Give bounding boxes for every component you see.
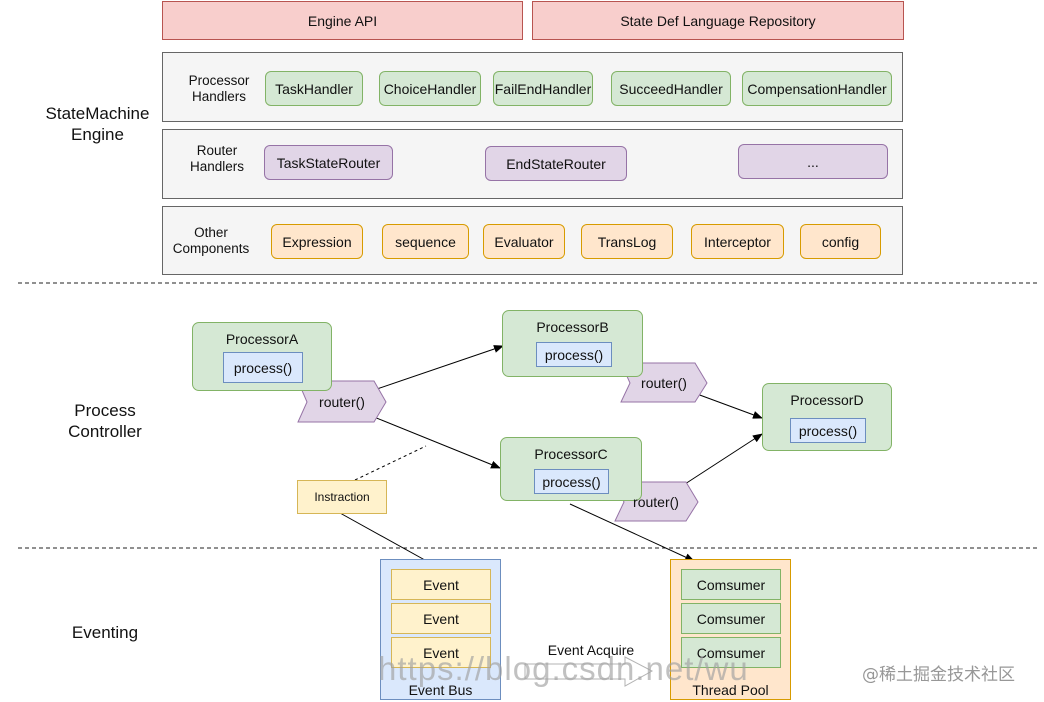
choice-handler-label: ChoiceHandler	[383, 80, 477, 97]
translog-label: TransLog	[597, 233, 657, 250]
sequence-label: sequence	[395, 233, 456, 250]
choice-handler: ChoiceHandler	[379, 71, 481, 106]
processor-d-process: process()	[790, 418, 866, 443]
other-components-label: Other Components	[172, 225, 250, 256]
more-routers: ...	[738, 144, 888, 179]
succeed-handler: SucceedHandler	[611, 71, 731, 106]
processor-d: ProcessorD process()	[762, 383, 892, 451]
router-b-shape	[620, 362, 708, 403]
edge-c-to-thread-pool	[569, 503, 695, 562]
compensation-handler-label: CompensationHandler	[747, 80, 887, 97]
eventing-title: Eventing	[71, 623, 139, 642]
task-handler: TaskHandler	[265, 71, 363, 106]
consumer-item: Comsumer	[681, 569, 781, 600]
processor-b: ProcessorB process()	[502, 310, 643, 377]
config-component: config	[800, 224, 881, 259]
event-bus: Event Event Event Event Bus	[380, 559, 501, 700]
thread-pool: Comsumer Comsumer Comsumer Thread Pool	[670, 559, 791, 700]
expression-component: Expression	[271, 224, 363, 259]
processor-a-process: process()	[223, 352, 303, 383]
interceptor-label: Interceptor	[704, 233, 771, 250]
evaluator-label: Evaluator	[494, 233, 554, 250]
state-machine-engine-title: StateMachine Engine	[45, 104, 150, 144]
processor-a-title: ProcessorA	[225, 331, 299, 347]
end-state-router: EndStateRouter	[485, 146, 627, 181]
thread-pool-label: Thread Pool	[692, 682, 769, 698]
compensation-handler: CompensationHandler	[742, 71, 892, 106]
sequence-component: sequence	[382, 224, 469, 259]
router-handlers-label: Router Handlers	[189, 143, 245, 174]
interceptor-component: Interceptor	[691, 224, 784, 259]
processor-c: ProcessorC process()	[500, 437, 642, 501]
task-state-router: TaskStateRouter	[264, 145, 393, 180]
edge-a-to-b	[373, 345, 504, 391]
state-def-repo-label: State Def Language Repository	[620, 12, 816, 29]
config-label: config	[821, 233, 860, 250]
fail-end-handler-label: FailEndHandler	[494, 80, 592, 97]
processor-b-process: process()	[536, 342, 612, 367]
instraction-dashed-link	[354, 445, 427, 481]
end-state-router-label: EndStateRouter	[506, 155, 606, 172]
succeed-handler-label: SucceedHandler	[619, 80, 723, 97]
translog-component: TransLog	[581, 224, 673, 259]
router-a-label: router()	[319, 393, 365, 410]
router-b-label: router()	[641, 374, 687, 391]
process-controller-title: Process Controller	[68, 401, 142, 441]
event-item: Event	[391, 569, 491, 600]
event-item: Event	[391, 637, 491, 668]
fail-end-handler: FailEndHandler	[493, 71, 593, 106]
processor-handlers-label: Processor Handlers	[188, 73, 250, 104]
consumer-item: Comsumer	[681, 637, 781, 668]
task-handler-label: TaskHandler	[275, 80, 353, 97]
state-def-repo-box: State Def Language Repository	[532, 1, 904, 40]
event-item: Event	[391, 603, 491, 634]
edge-c-to-d	[684, 433, 763, 485]
event-bus-label: Event Bus	[408, 682, 473, 698]
expression-label: Expression	[282, 233, 352, 250]
processor-c-process: process()	[534, 469, 609, 494]
processor-c-title: ProcessorC	[534, 446, 608, 462]
instraction-label: Instraction	[314, 490, 370, 504]
event-acquire-arrow	[524, 656, 654, 687]
router-a-shape	[297, 380, 387, 423]
engine-api-label: Engine API	[307, 12, 378, 29]
event-acquire-label: Event Acquire	[547, 642, 635, 658]
task-state-router-label: TaskStateRouter	[276, 154, 381, 171]
processor-b-title: ProcessorB	[536, 319, 609, 335]
evaluator-component: Evaluator	[483, 224, 565, 259]
processor-a: ProcessorA process()	[192, 322, 332, 391]
juejin-watermark: @稀土掘金技术社区	[862, 665, 1015, 685]
processor-d-title: ProcessorD	[790, 392, 864, 408]
instraction-note: Instraction	[297, 480, 387, 514]
consumer-item: Comsumer	[681, 603, 781, 634]
edge-a-to-c	[373, 416, 501, 469]
router-c-label: router()	[633, 493, 679, 510]
csdn-watermark: https://blog.csdn.net/wu	[378, 650, 749, 687]
more-routers-label: ...	[807, 153, 819, 170]
edge-b-to-d	[696, 393, 763, 419]
engine-api-box: Engine API	[162, 1, 523, 40]
